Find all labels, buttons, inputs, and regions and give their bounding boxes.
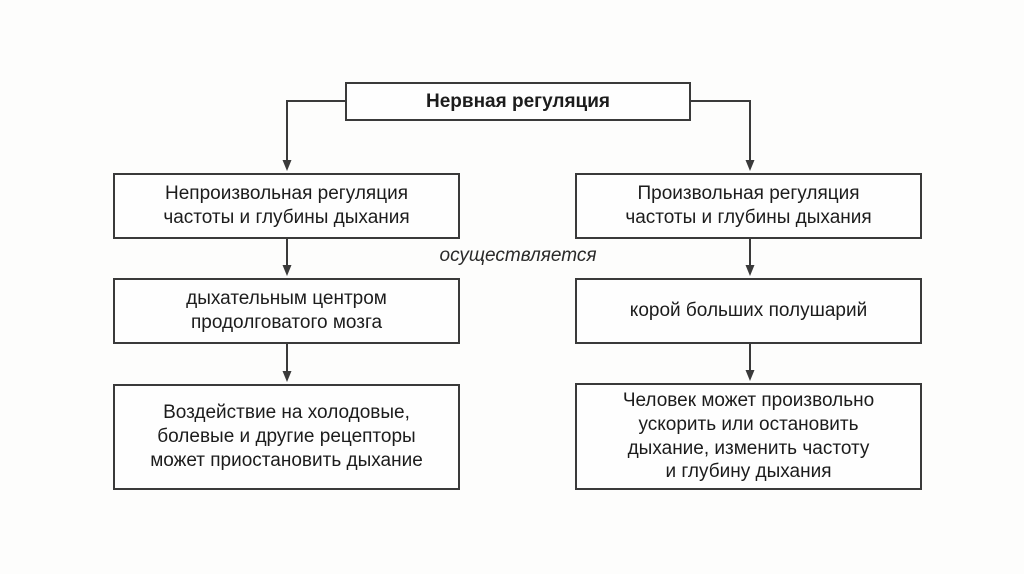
connector-left-box1-box2 — [282, 239, 292, 276]
connector-right-box2-box3 — [745, 344, 755, 381]
node-voluntary-regulation: Произвольная регуляция частоты и глубины… — [575, 173, 922, 239]
node-nervous-regulation: Нервная регуляция — [345, 82, 691, 121]
node-involuntary-regulation: Непроизвольная регуляция частоты и глуби… — [113, 173, 460, 239]
connector-root-to-left — [282, 100, 345, 171]
connector-left-box2-box3 — [282, 344, 292, 382]
connector-right-box1-box2 — [745, 239, 755, 276]
connector-root-to-right — [691, 100, 755, 171]
node-cerebral-cortex: корой больших полушарий — [575, 278, 922, 344]
node-receptor-effects: Воздействие на холодовые, болевые и друг… — [113, 384, 460, 490]
connector-label-carried-out: осуществляется — [439, 245, 597, 266]
node-voluntary-control-abilities: Человек может произвольно ускорить или о… — [575, 383, 922, 490]
node-respiratory-center-medulla: дыхательным центром продолговатого мозга — [113, 278, 460, 344]
